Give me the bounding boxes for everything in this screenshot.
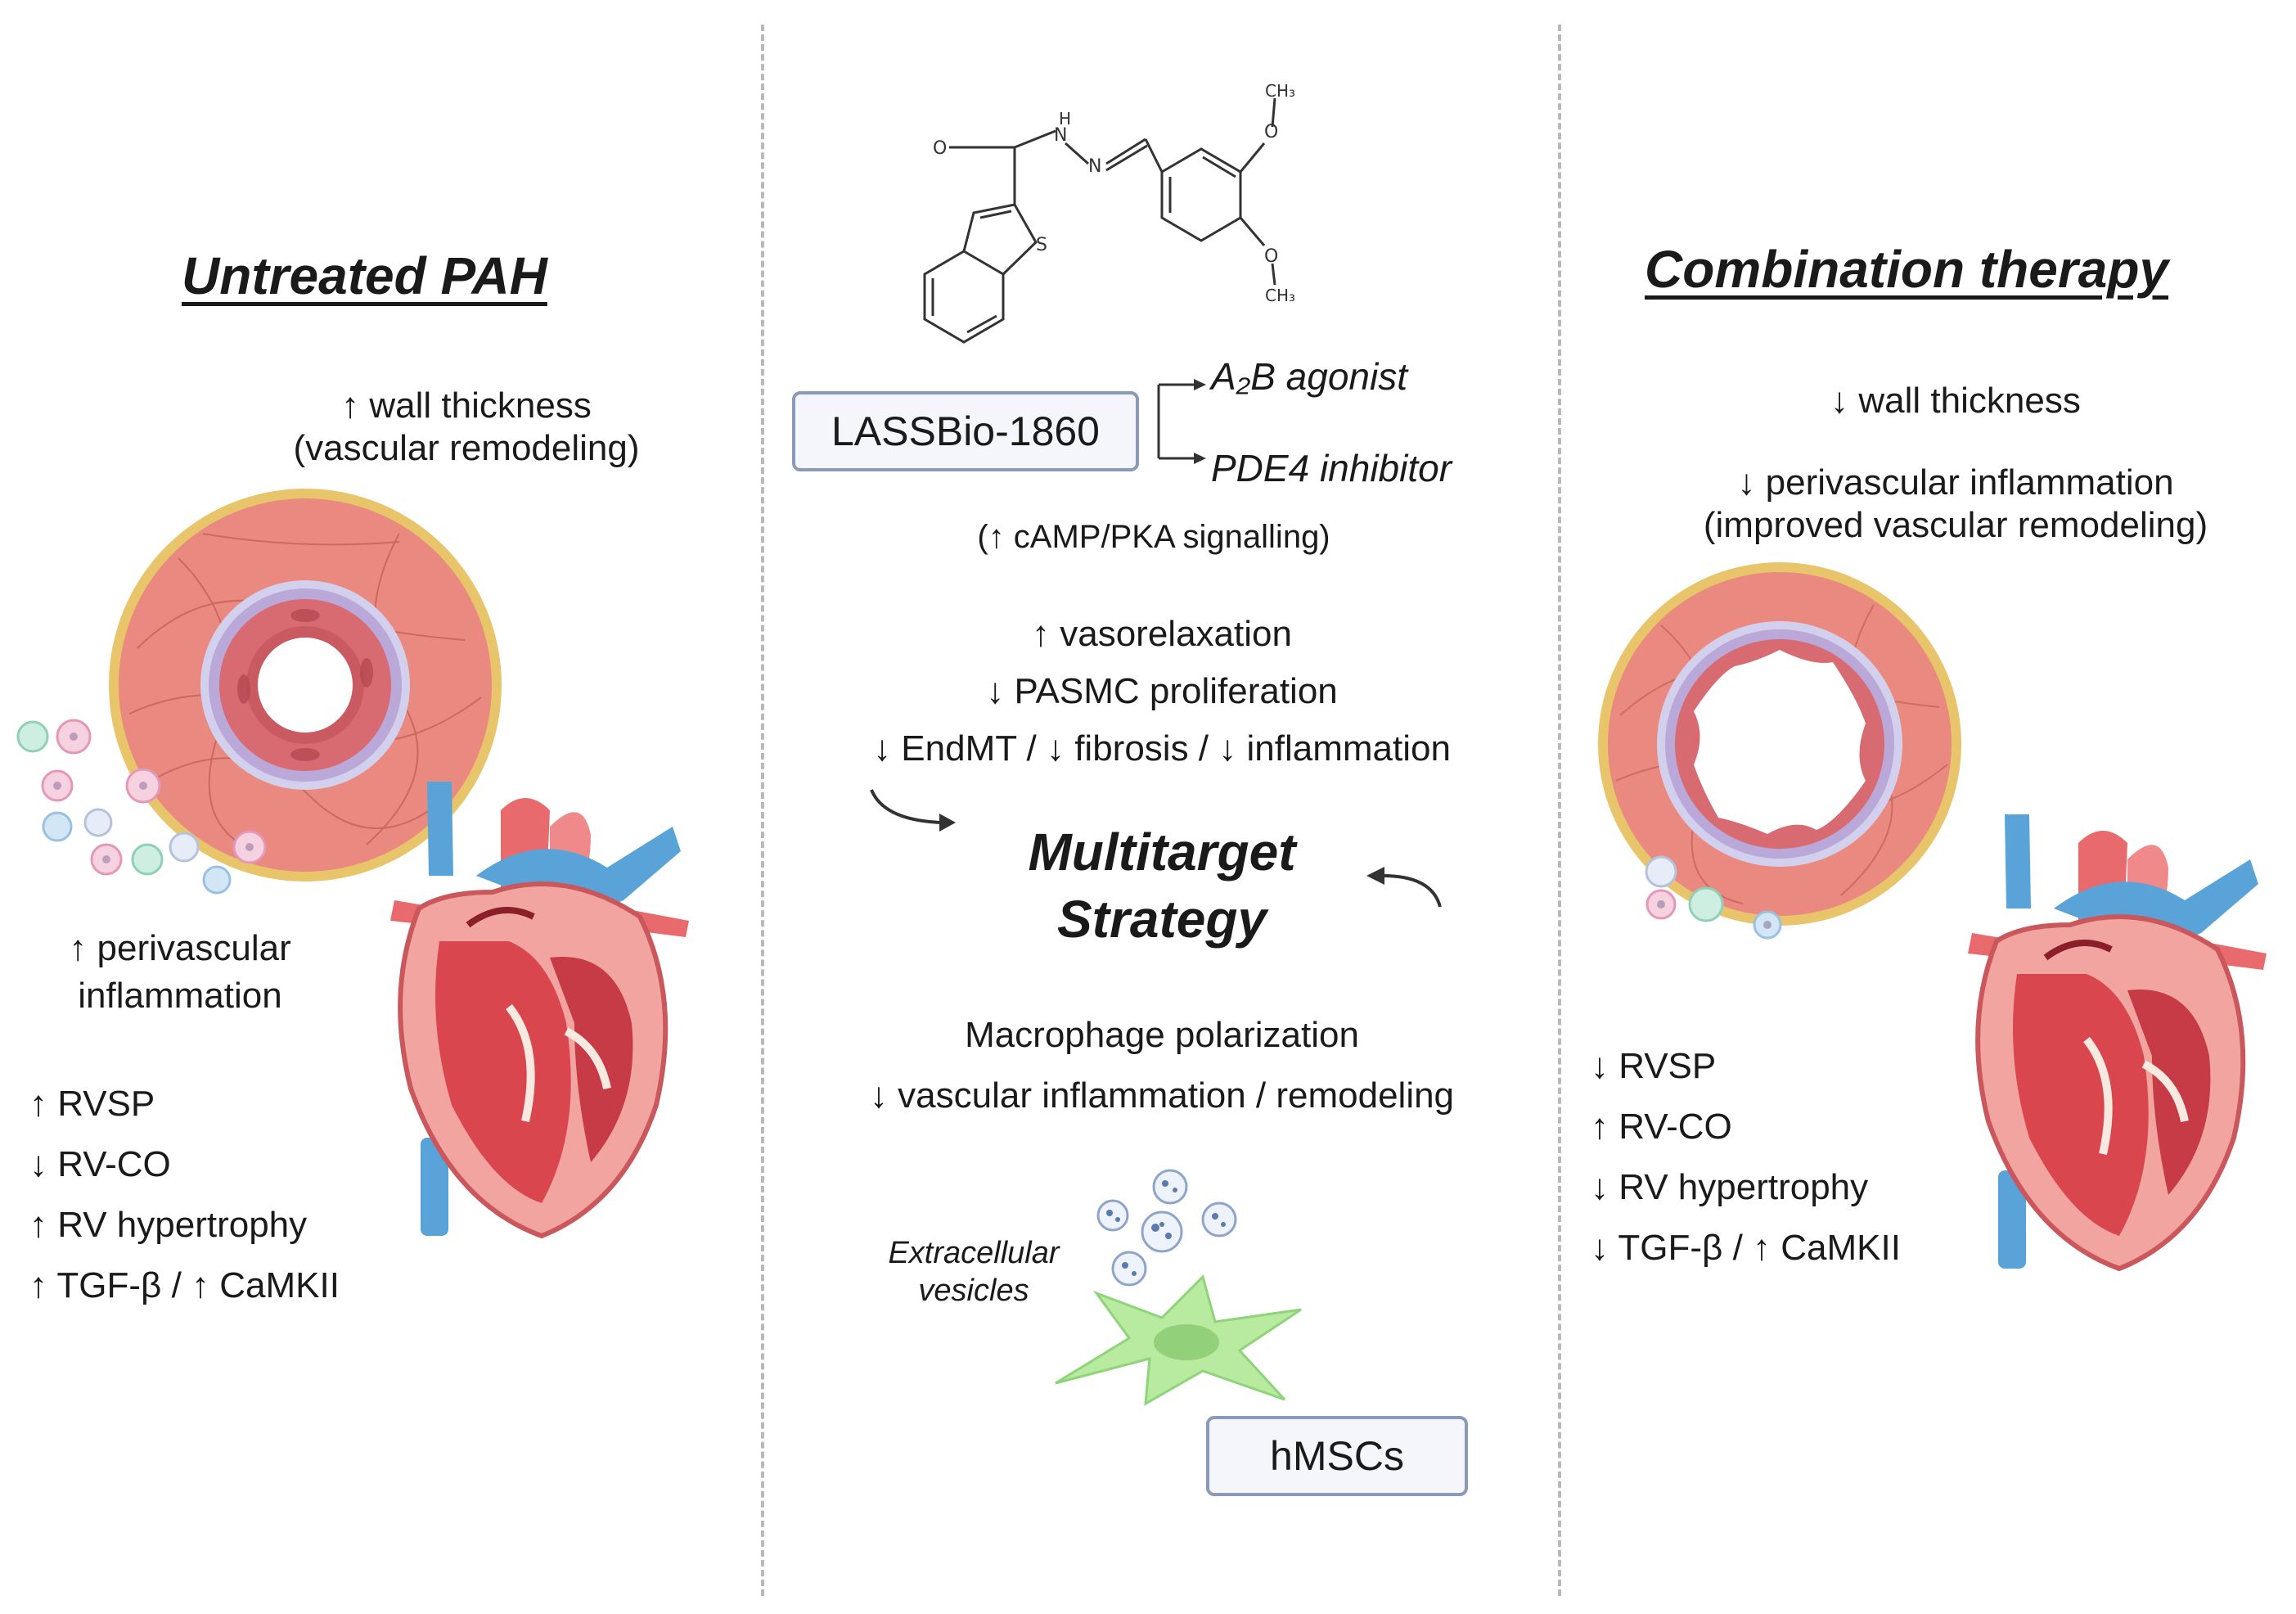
right-markers: ↓ RVSP ↑ RV-CO ↓ RV hypertrophy ↓ TGF-β … <box>1591 1036 1901 1278</box>
wall-line-2: (vascular remodeling) <box>293 428 640 468</box>
treated-vessel-illustration <box>1598 562 1961 926</box>
inflammatory-cells-left <box>16 719 267 895</box>
marker-left-1: ↑ RVSP <box>29 1084 155 1124</box>
perivascular-line-1: ↑ perivascular <box>69 928 291 968</box>
arrow-head-1 <box>1194 379 1206 390</box>
methyl-bottom: CH₃ <box>1265 286 1295 305</box>
perivascular-text-right: ↓ perivascular inflammation (improved va… <box>1628 462 2283 547</box>
curved-arrow-left <box>870 789 956 832</box>
lassbio-label: LASSBio-1860 <box>831 408 1100 454</box>
lassbio-box: LASSBio-1860 <box>792 391 1139 471</box>
strategy-line-1: Multitarget <box>1028 823 1296 881</box>
signalling-text: (↑ cAMP/PKA signalling) <box>977 519 1330 555</box>
effect-3: ↓ EndMT / ↓ fibrosis / ↓ inflammation <box>873 728 1451 769</box>
inflammatory-cells-right <box>1645 855 1782 940</box>
marker-left-2: ↓ RV-CO <box>29 1144 171 1184</box>
marker-right-2: ↑ RV-CO <box>1591 1107 1732 1147</box>
effect-1: ↑ vasorelaxation <box>1032 614 1292 654</box>
ev-label: Extracellular vesicles <box>867 1234 1080 1310</box>
msc-effect-1: Macrophage polarization <box>965 1015 1359 1055</box>
untreated-title: Untreated PAH <box>182 246 547 305</box>
marker-right-1: ↓ RVSP <box>1591 1046 1717 1086</box>
atom-s: S <box>1036 235 1047 255</box>
marker-right-3: ↓ RV hypertrophy <box>1591 1167 1869 1207</box>
right-divider <box>1558 25 1561 1596</box>
msc-cell-illustration <box>1055 1274 1302 1406</box>
strategy-line-2: Strategy <box>1056 890 1267 949</box>
action-a2b: A₂B agonist <box>1211 355 1408 398</box>
atom-o: O <box>933 138 947 159</box>
bracket-arrows <box>1157 379 1206 464</box>
left-markers: ↑ RVSP ↓ RV-CO ↑ RV hypertrophy ↑ TGF-β … <box>29 1074 340 1316</box>
perivascular-right-line-1: ↓ perivascular inflammation <box>1737 462 2174 503</box>
combination-title: Combination therapy <box>1645 240 2169 299</box>
hmsc-box: hMSCs <box>1206 1416 1468 1496</box>
atom-o-ether2: O <box>1264 246 1278 267</box>
wall-line-1: ↑ wall thickness <box>341 385 592 426</box>
perivascular-line-2: inflammation <box>78 976 282 1016</box>
effects-list: ↑ vasorelaxation ↓ PASMC proliferation ↓… <box>802 606 1522 778</box>
heart-illustration-left <box>390 782 689 1239</box>
wall-thickness-right: ↓ wall thickness <box>1830 381 2081 421</box>
marker-left-3: ↑ RV hypertrophy <box>29 1205 308 1245</box>
extracellular-vesicles <box>1096 1169 1237 1287</box>
left-divider <box>761 25 764 1596</box>
perivascular-right-line-2: (improved vascular remodeling) <box>1703 505 2208 545</box>
msc-effects: Macrophage polarization ↓ vascular infla… <box>802 1005 1522 1126</box>
curved-arrow-right <box>1366 867 1442 908</box>
methyl-top: CH₃ <box>1265 81 1295 101</box>
atom-n2: N <box>1088 156 1101 177</box>
marker-left-4: ↑ TGF-β / ↑ CaMKII <box>29 1265 340 1305</box>
chemical-structure: O N H N S O O CH₃ CH₃ <box>923 81 1295 344</box>
atom-h: H <box>1059 109 1071 128</box>
atom-o-ether1: O <box>1264 122 1278 142</box>
multitarget-strategy: Multitarget Strategy <box>941 818 1383 953</box>
effect-2: ↓ PASMC proliferation <box>986 671 1338 711</box>
hmsc-label: hMSCs <box>1270 1433 1404 1479</box>
msc-effect-2: ↓ vascular inflammation / remodeling <box>869 1075 1455 1116</box>
ev-line-1: Extracellular <box>888 1236 1060 1270</box>
atom-n1: N <box>1054 125 1067 146</box>
wall-thickness-text: ↑ wall thickness (vascular remodeling) <box>254 385 679 470</box>
action-pde4: PDE4 inhibitor <box>1211 447 1452 489</box>
perivascular-text-left: ↑ perivascular inflammation <box>16 925 344 1020</box>
heart-illustration-right <box>1968 814 2267 1272</box>
untreated-vessel-illustration <box>109 489 502 881</box>
ev-line-2: vesicles <box>918 1274 1029 1308</box>
arrow-head-2 <box>1194 453 1206 464</box>
marker-right-4: ↓ TGF-β / ↑ CaMKII <box>1591 1228 1901 1268</box>
